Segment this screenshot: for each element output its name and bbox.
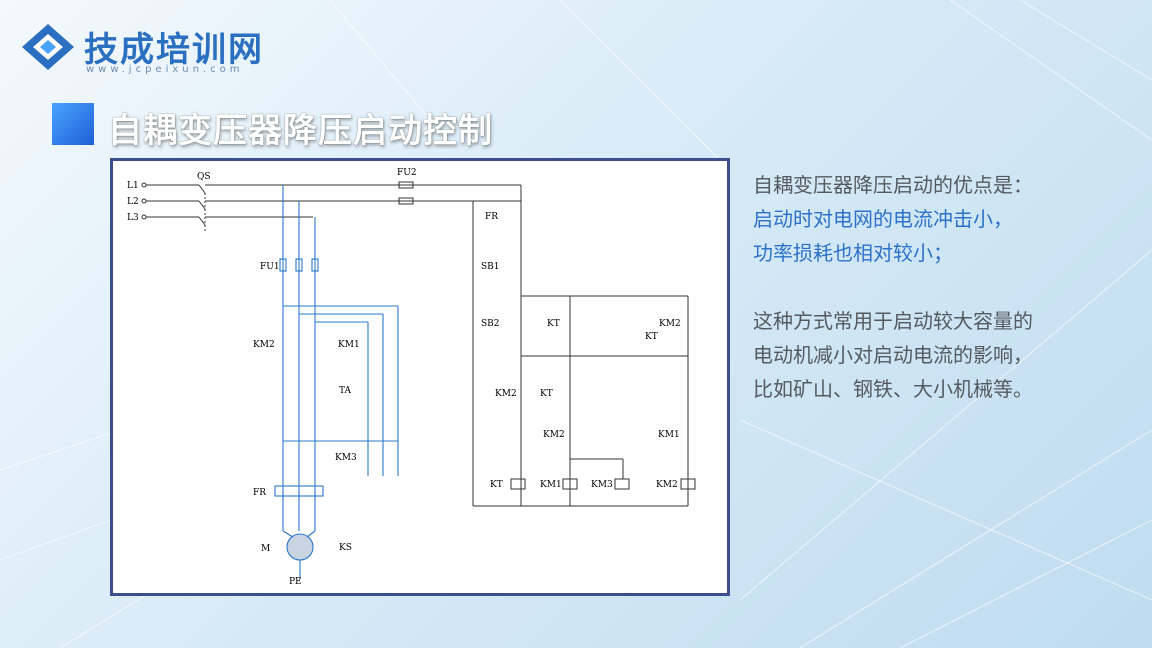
label-km2-hold: KM2: [495, 389, 517, 399]
label-kt-delay: KT: [645, 332, 658, 342]
label-kt-mid: KT: [540, 389, 553, 399]
advantages-heading: 自耦变压器降压启动的优点是：: [753, 173, 1033, 197]
label-kt-coil: KT: [490, 480, 503, 490]
label-qs: QS: [197, 172, 211, 182]
logo-url: www.jcpeixun.com: [86, 64, 244, 75]
advantage-point-1: 启动时对电网的电流冲击小，: [753, 207, 1013, 231]
label-ks: KS: [339, 543, 352, 553]
application-line-2: 电动机减小对启动电流的影响，: [753, 343, 1033, 367]
circuit-svg: L1 L2 L3 QS FU2: [127, 168, 696, 587]
application-line-3: 比如矿山、钢铁、大小机械等。: [753, 377, 1033, 401]
label-km2-top: KM2: [659, 319, 681, 329]
label-km2-main: KM2: [253, 340, 275, 350]
label-motor: M: [261, 544, 270, 554]
description-panel: 自耦变压器降压启动的优点是： 启动时对电网的电流冲击小， 功率损耗也相对较小； …: [753, 168, 1143, 406]
label-km1-main: KM1: [338, 340, 360, 350]
label-fr-ctrl: FR: [485, 212, 498, 222]
label-km3-coil: KM3: [591, 480, 613, 490]
logo-diamond-icon: [22, 24, 74, 70]
advantage-point-2: 功率损耗也相对较小；: [753, 241, 953, 265]
title-square-icon: [52, 103, 94, 145]
label-l3: L3: [127, 213, 139, 223]
circuit-diagram: L1 L2 L3 QS FU2: [110, 158, 730, 596]
label-km1-coil: KM1: [540, 480, 562, 490]
label-km2-mid: KM2: [543, 430, 565, 440]
label-pe: PE: [289, 577, 302, 587]
label-fr-main: FR: [253, 488, 266, 498]
label-km3-main: KM3: [335, 453, 357, 463]
label-ta: TA: [339, 386, 352, 396]
label-km1-mid: KM1: [658, 430, 680, 440]
label-l2: L2: [127, 197, 139, 207]
logo-name: 技成培训网: [84, 30, 264, 70]
brand-logo[interactable]: 技成培训网 www.jcpeixun.com: [18, 20, 288, 80]
label-km2-coil: KM2: [656, 480, 678, 490]
application-line-1: 这种方式常用于启动较大容量的: [753, 309, 1033, 333]
label-fu1: FU1: [260, 262, 280, 272]
label-kt-inst: KT: [547, 319, 560, 329]
label-l1: L1: [127, 181, 139, 191]
label-sb1: SB1: [481, 262, 500, 272]
label-sb2: SB2: [481, 319, 500, 329]
slide-title: 自耦变压器降压启动控制: [108, 111, 493, 151]
label-fu2: FU2: [397, 168, 417, 178]
